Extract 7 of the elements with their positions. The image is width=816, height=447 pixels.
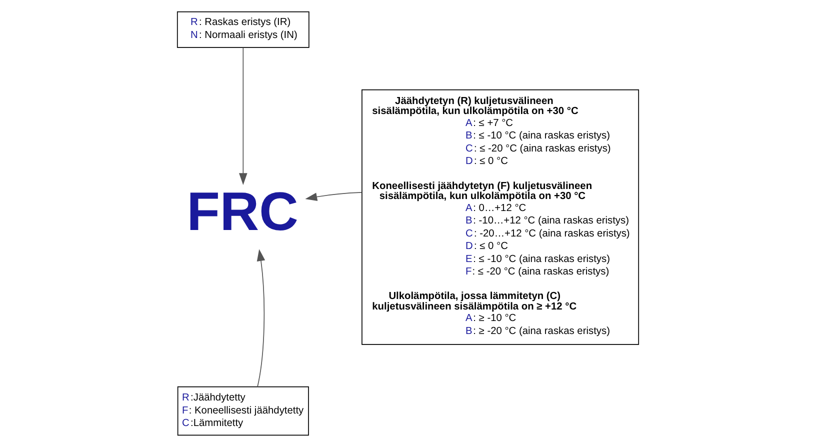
node-box: R:Jäähdytetty F: Koneellisesti jäähdytetty C:Lämmitetty xyxy=(177,386,309,436)
arrow xyxy=(305,192,362,201)
node-box: Jäähdytetyn (R) kuljetusvälineen sisälämpötila, kun ulkolämpötila on +30 °C A: ≤ +7 °C B: ≤ -10 °C (aina raskas eristys) C: ≤ -20 °C (aina raskas eristys) D: ≤ 0 °C Koneellisesti jäähdytetyn (F) kuljetusvälineen sisälämpötila, kun ulkolämpötila on +30 °C A: 0…+12 °C B: -10…+12 °C (aina raskas eristys) C: -20…+12 °C (aina raskas eristys) D: ≤ 0 °C E: ≤ -10 °C (aina raskas eristys) F: ≤ -20 °C (aina raskas eristys) Ulkolämpötila, jossa lämmitetyn (C) kuljetusvälineen sisälämpötila on ≥ +12 °C A: ≥ -10 °C B: ≥ -20 °C (aina raskas eristys) xyxy=(362,89,640,345)
arrow xyxy=(239,47,248,185)
node-box: R: Raskas eristys (IR) N: Normaali eristys (IN) xyxy=(176,11,310,48)
node-text: FRC xyxy=(186,181,298,242)
arrow xyxy=(256,249,266,388)
